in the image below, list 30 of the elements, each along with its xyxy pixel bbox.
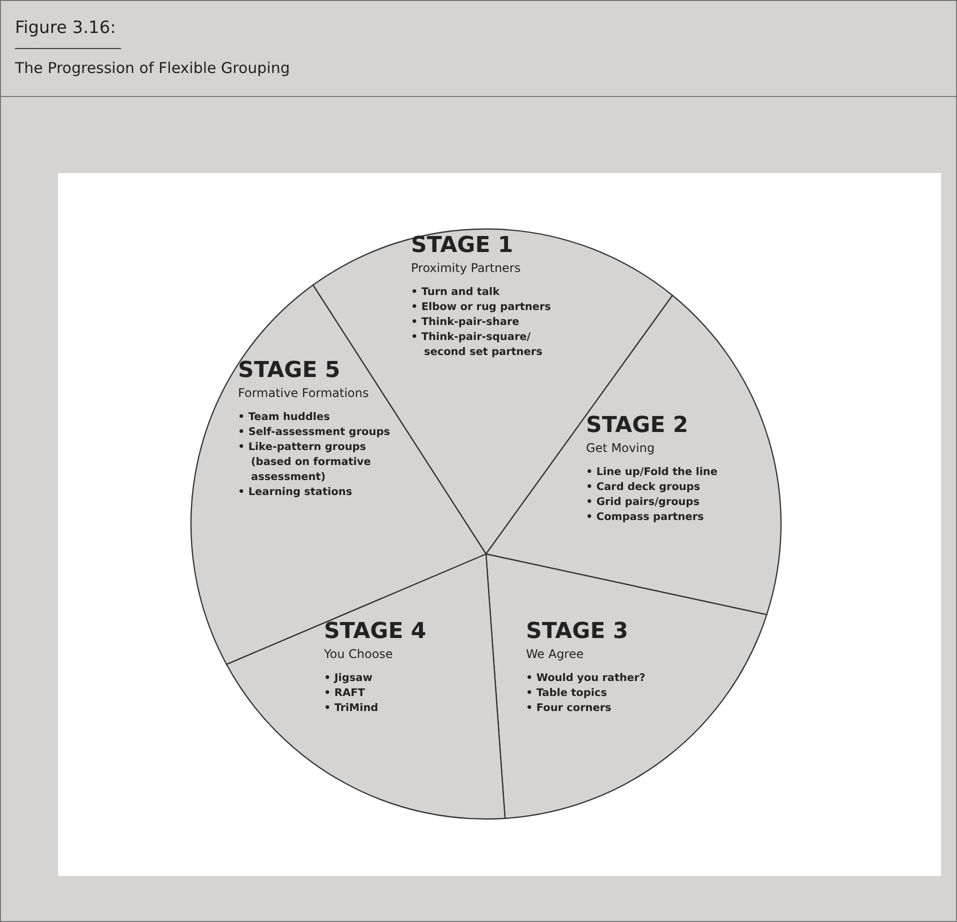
- stage-subtitle: We Agree: [526, 646, 585, 663]
- list-item: • Line up/Fold the line: [586, 465, 718, 480]
- list-item: • Compass partners: [586, 510, 705, 525]
- list-item: • Table topics: [526, 686, 608, 701]
- list-item: • Four corners: [526, 701, 612, 716]
- list-item: • Elbow or rug partners: [411, 300, 552, 315]
- list-item: • Like-pattern groups (based on formative assessment): [238, 440, 372, 485]
- list-item: • Jigsaw: [324, 671, 374, 686]
- list-item: • TriMind: [324, 701, 380, 716]
- stage-subtitle: You Choose: [324, 646, 394, 663]
- stage-subtitle: Formative Formations: [238, 385, 370, 402]
- list-item: • Learning stations: [238, 485, 354, 500]
- figure-subtitle: The Progression of Flexible Grouping: [15, 59, 290, 77]
- list-item: • Grid pairs/groups: [586, 495, 701, 510]
- stage-heading: STAGE 3: [526, 619, 630, 645]
- figure-title: Figure 3.16:: [15, 18, 116, 38]
- list-item: • RAFT: [324, 686, 366, 701]
- stage-subtitle: Get Moving: [586, 440, 656, 457]
- stage-subtitle: Proximity Partners: [411, 260, 522, 277]
- list-item: • Think-pair-share: [411, 315, 520, 330]
- list-item: • Self-assessment groups: [238, 425, 391, 440]
- stage-heading: STAGE 5: [238, 358, 342, 384]
- stage-heading: STAGE 2: [586, 413, 690, 439]
- stage-heading: STAGE 1: [411, 233, 514, 259]
- stage-heading: STAGE 4: [324, 619, 426, 645]
- list-item: • Think-pair-square/ second set partners: [411, 330, 544, 360]
- list-item: • Turn and talk: [411, 285, 501, 300]
- list-item: • Would you rather?: [526, 671, 646, 686]
- list-item: • Card deck groups: [586, 480, 702, 495]
- list-item: • Team huddles: [238, 410, 331, 425]
